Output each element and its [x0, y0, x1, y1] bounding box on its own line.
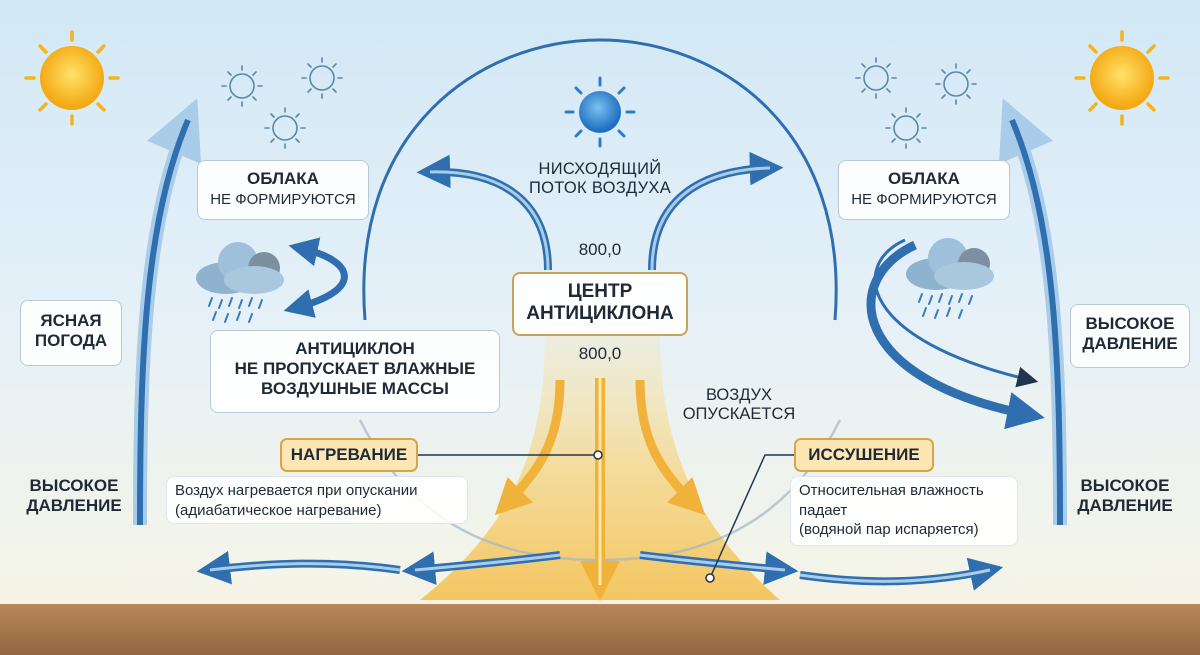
- right-swept-arrow-lower: [866, 240, 1045, 430]
- left-moisture-loop-arrow: [283, 237, 348, 318]
- sun-icon: [24, 30, 120, 126]
- left-clouds-title: ОБЛАКА: [247, 169, 319, 188]
- air-sinks-line1: ВОЗДУХ: [705, 386, 773, 404]
- air-sinks-label: ВОЗДУХ ОПУСКАЕТСЯ: [664, 386, 814, 425]
- anticyclone-box: АНТИЦИКЛОН НЕ ПРОПУСКАЕТ ВЛАЖНЫЕ ВОЗДУШН…: [210, 330, 500, 413]
- outline-sun-icon: [885, 107, 927, 149]
- right-clouds-title: ОБЛАКА: [888, 169, 960, 188]
- left-high-pressure-label: ВЫСОКОЕ ДАВЛЕНИЕ: [14, 476, 134, 516]
- anticyclone-center-box: ЦЕНТР АНТИЦИКЛОНА: [512, 272, 688, 336]
- center-title-line2: АНТИЦИКЛОНА: [526, 303, 674, 324]
- circulation-arc: [362, 38, 838, 321]
- left-high-pressure-line2: ДАВЛЕНИЕ: [26, 496, 122, 516]
- outline-sun-icon: [935, 63, 977, 105]
- right-high-pressure-box: ВЫСОКОЕ ДАВЛЕНИЕ: [1070, 304, 1190, 368]
- rain-cloud-icon: [196, 242, 284, 323]
- center-title-line1: ЦЕНТР: [567, 281, 633, 302]
- inner-right-descending-arrow: [635, 379, 706, 516]
- right-clouds-box: ОБЛАКА НЕ ФОРМИРУЮТСЯ: [838, 160, 1010, 220]
- right-high-pressure-label: ВЫСОКОЕ ДАВЛЕНИЕ: [1062, 476, 1188, 516]
- descending-flow-label: НИСХОДЯЩИЙ ПОТОК ВОЗДУХА: [502, 160, 698, 199]
- clear-weather-box: ЯСНАЯ ПОГОДА: [20, 300, 122, 366]
- outline-sun-icon: [301, 57, 343, 99]
- right-swept-arrow-upper: [873, 238, 1039, 388]
- anticyclone-line2: НЕ ПРОПУСКАЕТ ВЛАЖНЫЕ: [234, 359, 476, 378]
- air-sinks-line2: ОПУСКАЕТСЯ: [682, 405, 796, 424]
- heating-note-box: Воздух нагревается при опускании (адиаба…: [166, 476, 468, 524]
- outline-sun-icon: [221, 65, 263, 107]
- anticyclone-line1: АНТИЦИКЛОН: [295, 339, 415, 358]
- drying-tag: ИССУШЕНИЕ: [794, 438, 934, 472]
- right-high-pressure-upper-line1: ВЫСОКОЕ: [1085, 314, 1175, 333]
- left-high-pressure-line1: ВЫСОКОЕ: [29, 476, 119, 495]
- drying-note-line3: (водяной пар испаряется): [799, 521, 979, 538]
- right-clouds-subtitle: НЕ ФОРМИРУЮТСЯ: [851, 191, 997, 208]
- descending-flow-line1: НИСХОДЯЩИЙ: [538, 160, 662, 178]
- pressure-value-bottom: 800,0: [578, 344, 622, 363]
- clear-weather-line2: ПОГОДА: [34, 331, 108, 350]
- drying-note-box: Относительная влажность падает (водяной …: [790, 476, 1018, 546]
- left-clouds-box: ОБЛАКА НЕ ФОРМИРУЮТСЯ: [197, 160, 369, 220]
- pressure-value-top: 800,0: [578, 240, 622, 259]
- right-high-pressure-lower-line1: ВЫСОКОЕ: [1080, 476, 1170, 495]
- ground: [0, 604, 1200, 655]
- drying-note-line2: падает: [799, 501, 848, 519]
- right-high-pressure-lower-line2: ДАВЛЕНИЕ: [1077, 496, 1173, 516]
- drying-leader-line: [709, 454, 800, 579]
- right-high-pressure-upper-line2: ДАВЛЕНИЕ: [1082, 334, 1178, 353]
- rain-cloud-icon: [906, 238, 994, 319]
- left-clouds-subtitle: НЕ ФОРМИРУЮТСЯ: [210, 191, 356, 208]
- descending-flow-line2: ПОТОК ВОЗДУХА: [528, 179, 672, 198]
- sun-icon: [1074, 30, 1170, 126]
- center-sun-icon: [564, 76, 636, 148]
- heating-note-line2: (адиабатическое нагревание): [175, 501, 382, 519]
- drying-note-line1: Относительная влажность: [799, 482, 984, 499]
- inner-left-descending-arrow: [494, 379, 565, 516]
- outline-sun-icon: [855, 57, 897, 99]
- heating-tag: НАГРЕВАНИЕ: [280, 438, 418, 472]
- heating-note-line1: Воздух нагревается при опускании: [175, 482, 418, 499]
- clear-weather-line1: ЯСНАЯ: [40, 311, 102, 330]
- outline-sun-icon: [264, 107, 306, 149]
- anticyclone-line3: ВОЗДУШНЫЕ МАССЫ: [261, 379, 449, 398]
